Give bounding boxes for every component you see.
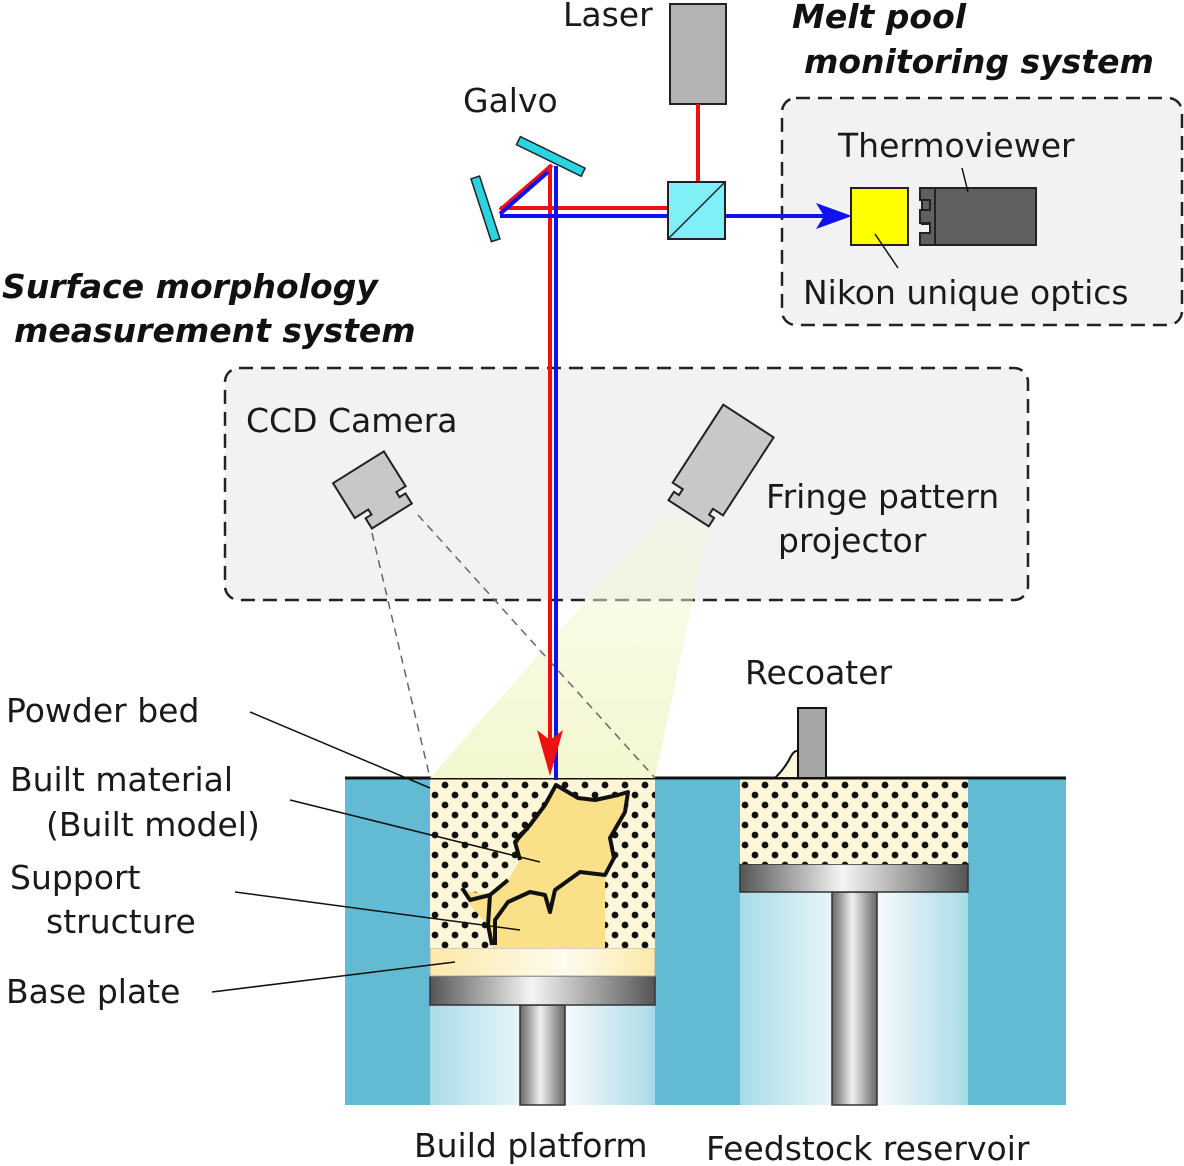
galvo-mirror-icon [470,135,587,243]
laser-icon [669,3,727,105]
powder-bed-label: Powder bed [6,691,199,730]
monitor-beam [498,166,830,780]
nikon-optics-icon [850,187,909,246]
build-platform-label: Build platform [414,1126,648,1165]
reservoir-piston [739,863,969,893]
monitor-beam-arrowhead [816,203,852,229]
thermoviewer-front [919,187,936,246]
machine-body [345,778,1066,1105]
fringe-projector-label-line1: Fringe pattern [766,477,999,516]
leader-lines [211,167,969,993]
beam-splitter-icon [667,181,726,240]
built-material-label-line1: Built material [10,760,233,799]
recoater-blade [797,707,827,779]
projector-light-cone [430,508,708,778]
build-chamber [429,778,656,1106]
ccd-camera-label: CCD Camera [246,401,458,440]
wall-right [968,778,1066,1105]
build-piston [429,975,656,1006]
built-material-label-line2: (Built model) [46,805,260,844]
support-structure-label-line2: structure [46,902,196,941]
ccd-camera-icon [331,450,414,530]
build-rod [519,1004,566,1106]
fringe-projector-label-line2: projector [778,521,927,560]
melt-pool-title-line2: monitoring system [804,42,1154,81]
model-notch [514,826,530,843]
laser-label: Laser [563,0,653,34]
thermoviewer-body [931,187,1037,246]
laser-beam-arrowhead [537,730,563,776]
recoater [772,707,827,779]
galvo-label: Galvo [463,81,558,120]
surface-title-line1: Surface morphology [2,267,379,306]
support-structure-label-line1: Support [10,858,141,897]
melt-pool-title-line1: Melt pool [792,0,967,36]
thermoviewer-label: Thermoviewer [837,126,1075,165]
fringe-projector-icon [667,403,776,528]
feedstock-reservoir [739,778,969,1106]
base-plate-label: Base plate [6,972,180,1011]
reservoir-powder [740,778,968,864]
reservoir-rod [831,891,878,1106]
camera-sight-lines [371,514,656,779]
nikon-optics-label: Nikon unique optics [803,273,1129,312]
base-plate [429,947,656,977]
feedstock-reservoir-label: Feedstock reservoir [706,1129,1030,1166]
surface-title-line2: measurement system [14,311,416,350]
wall-left [345,778,430,1105]
recoater-powder-heap [772,749,801,779]
wall-middle [655,778,740,1105]
model-outline [493,783,630,945]
recoater-label: Recoater [745,653,893,692]
